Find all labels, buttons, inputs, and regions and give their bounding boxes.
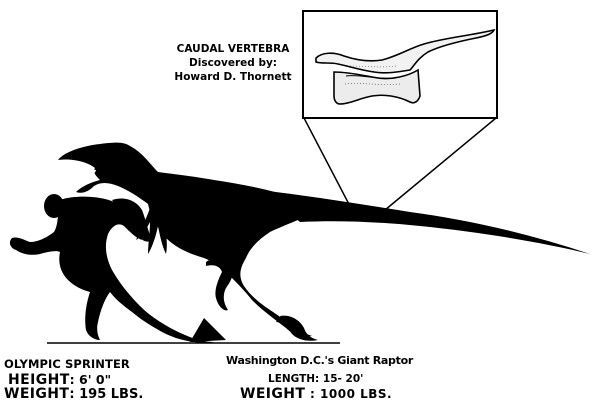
vertebra-caption-discovered: Discovered by: bbox=[189, 57, 277, 69]
sprinter-silhouette-icon bbox=[9, 194, 226, 343]
vertebra-caption: CAUDAL VERTEBRA Discovered by: Howard D.… bbox=[172, 42, 294, 84]
vertebra-caption-discoverer: Howard D. Thornett bbox=[174, 71, 292, 83]
sprinter-height-value: : 6' 0" bbox=[69, 372, 112, 387]
sprinter-title: OLYMPIC SPRINTER bbox=[4, 357, 130, 371]
raptor-weight: WEIGHT : 1000 LBS. bbox=[240, 386, 392, 402]
raptor-weight-value: : 1000 LBS. bbox=[305, 387, 393, 401]
raptor-weight-label: WEIGHT bbox=[240, 386, 306, 402]
sprinter-weight-value: : 195 LBS. bbox=[69, 387, 144, 402]
callout-line-right bbox=[384, 117, 497, 211]
raptor-title: Washington D.C.'s Giant Raptor bbox=[226, 354, 413, 367]
vertebra-inset bbox=[302, 10, 498, 211]
sprinter-weight: WEIGHT: 195 LBS. bbox=[4, 386, 143, 402]
raptor-silhouette-icon bbox=[58, 142, 590, 341]
sprinter-weight-label: WEIGHT bbox=[4, 386, 70, 402]
callout-line-left bbox=[303, 117, 353, 211]
vertebra-caption-title: CAUDAL VERTEBRA bbox=[176, 43, 290, 55]
raptor-length: LENGTH: 15- 20' bbox=[268, 373, 364, 385]
sprinter-height-label: HEIGHT bbox=[8, 372, 70, 388]
sprinter-height: HEIGHT: 6' 0" bbox=[8, 372, 111, 388]
caudal-vertebra-icon bbox=[315, 28, 496, 105]
